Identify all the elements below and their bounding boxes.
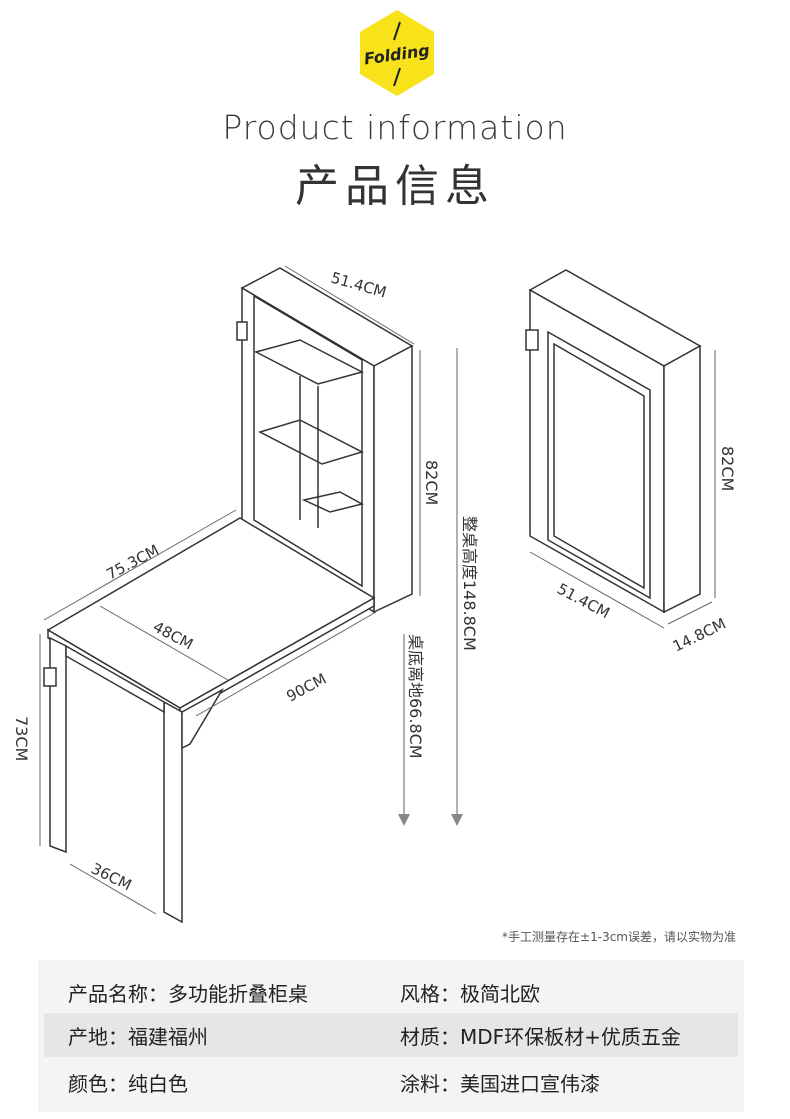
- dim-table-height: 73CM: [12, 716, 31, 761]
- dim-table-span: 90CM: [283, 670, 329, 706]
- product-dimension-drawing: 51.4CM 82CM 82CM 51.4CM 14.8CM 75.3CM 48…: [12, 265, 737, 924]
- dim-leg-depth: 36CM: [88, 859, 134, 894]
- dim-cabinet-depth: 14.8CM: [670, 615, 729, 656]
- spec-material: 材质：MDF环保板材+优质五金: [400, 1024, 681, 1049]
- title-chinese: 产品信息: [295, 161, 495, 212]
- spec-product-name: 产品名称：多功能折叠柜桌: [68, 981, 308, 1006]
- folding-logo-icon: Folding: [360, 10, 434, 96]
- dim-cabinet-height-left: 82CM: [422, 460, 441, 505]
- spec-row: 颜色：纯白色 涂料：美国进口宣伟漆: [38, 1060, 744, 1104]
- spec-style: 风格：极简北欧: [400, 981, 540, 1006]
- dim-bottom-clearance: 桌底离地66.8CM: [406, 634, 425, 759]
- dim-cabinet-height-right: 82CM: [718, 446, 737, 491]
- dim-cabinet-width-right: 51.4CM: [554, 580, 613, 623]
- dim-cabinet-width: 51.4CM: [329, 269, 389, 302]
- spec-row: 产品名称：多功能折叠柜桌 风格：极简北欧: [38, 970, 744, 1014]
- spec-coating: 涂料：美国进口宣伟漆: [400, 1071, 600, 1096]
- spec-table: 产品名称：多功能折叠柜桌 风格：极简北欧 产地：福建福州 材质：MDF环保板材+…: [38, 960, 744, 1112]
- spec-origin: 产地：福建福州: [68, 1024, 208, 1049]
- arrow-down-icon: [398, 814, 410, 826]
- spec-color: 颜色：纯白色: [68, 1071, 188, 1096]
- dim-total-height: 整桌高度148.8CM: [460, 516, 479, 651]
- arrow-down-icon: [451, 814, 463, 826]
- title-english: Product information: [222, 108, 568, 147]
- measurement-note: *手工测量存在±1-3cm误差，请以实物为准: [502, 930, 736, 944]
- spec-row: 产地：福建福州 材质：MDF环保板材+优质五金: [44, 1013, 738, 1057]
